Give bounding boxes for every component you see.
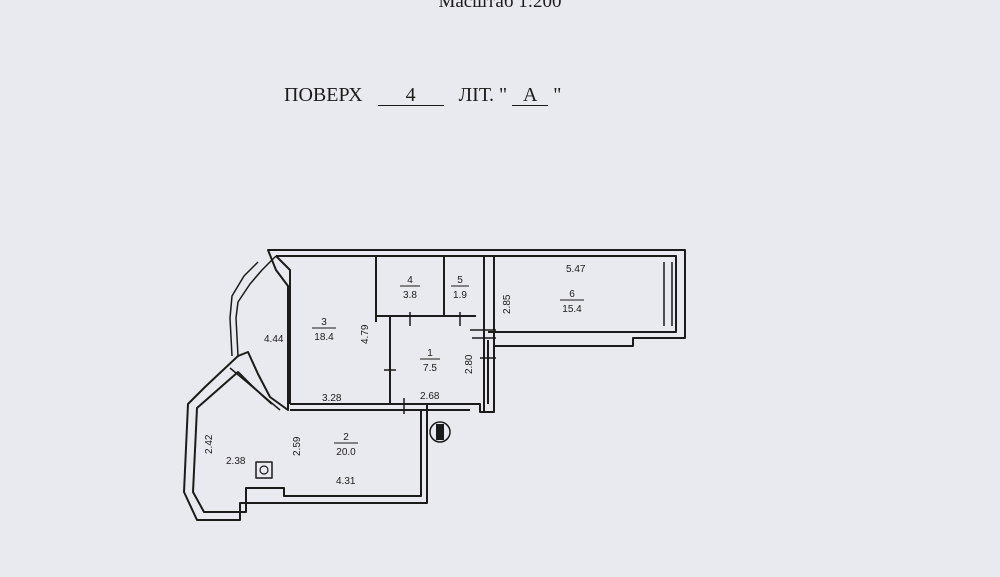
room-4: 4 3.8 [400,275,420,301]
dim-room3-bottom: 3.28 [322,393,342,404]
floor-header: ПОВЕРХ 4 ЛІТ. " А " [284,84,561,107]
room-area: 15.4 [562,304,582,315]
room-5: 5 1.9 [451,275,469,301]
dim-balcony-width: 2.38 [226,456,246,467]
room-area: 1.9 [453,290,467,301]
dim-room2-bottom: 4.31 [336,476,356,487]
lit-close: " [553,84,562,106]
floor-value: 4 [377,85,444,106]
room-area: 3.8 [403,290,417,301]
room-area: 18.4 [314,332,334,343]
dim-room2-left: 2.59 [292,436,303,456]
outer-wall [183,249,686,521]
room-number: 2 [343,432,349,443]
room-area: 20.0 [336,447,356,458]
dim-room1-right: 2.80 [464,354,475,374]
scale-text: Масштаб 1:200 [438,0,562,12]
room-2: 2 20.0 [334,432,358,458]
room-area: 7.5 [423,363,437,374]
room-number: 3 [321,317,327,328]
room-number: 5 [457,275,463,286]
lit-value: А [512,85,549,106]
riser-icon [429,421,451,443]
bay-window [229,255,277,357]
room-3: 3 18.4 [312,317,336,343]
dim-room6-top: 5.47 [566,264,586,275]
door-marks [384,312,496,414]
dim-room3-left: 4.44 [264,334,284,345]
room-number: 6 [569,289,575,300]
room-1: 1 7.5 [420,348,440,374]
inner-wall [192,255,677,513]
lit-label: ЛІТ. " [458,84,508,106]
utility-symbol [255,461,273,479]
room-number: 4 [407,275,413,286]
dim-room3-right: 4.79 [360,324,371,344]
dim-room6-left: 2.85 [502,294,513,314]
dim-room1-bottom: 2.68 [420,391,440,402]
floor-label: ПОВЕРХ [284,84,363,106]
room-number: 1 [427,348,433,359]
room-6: 6 15.4 [560,289,584,315]
dim-balcony-height: 2.42 [204,434,215,454]
